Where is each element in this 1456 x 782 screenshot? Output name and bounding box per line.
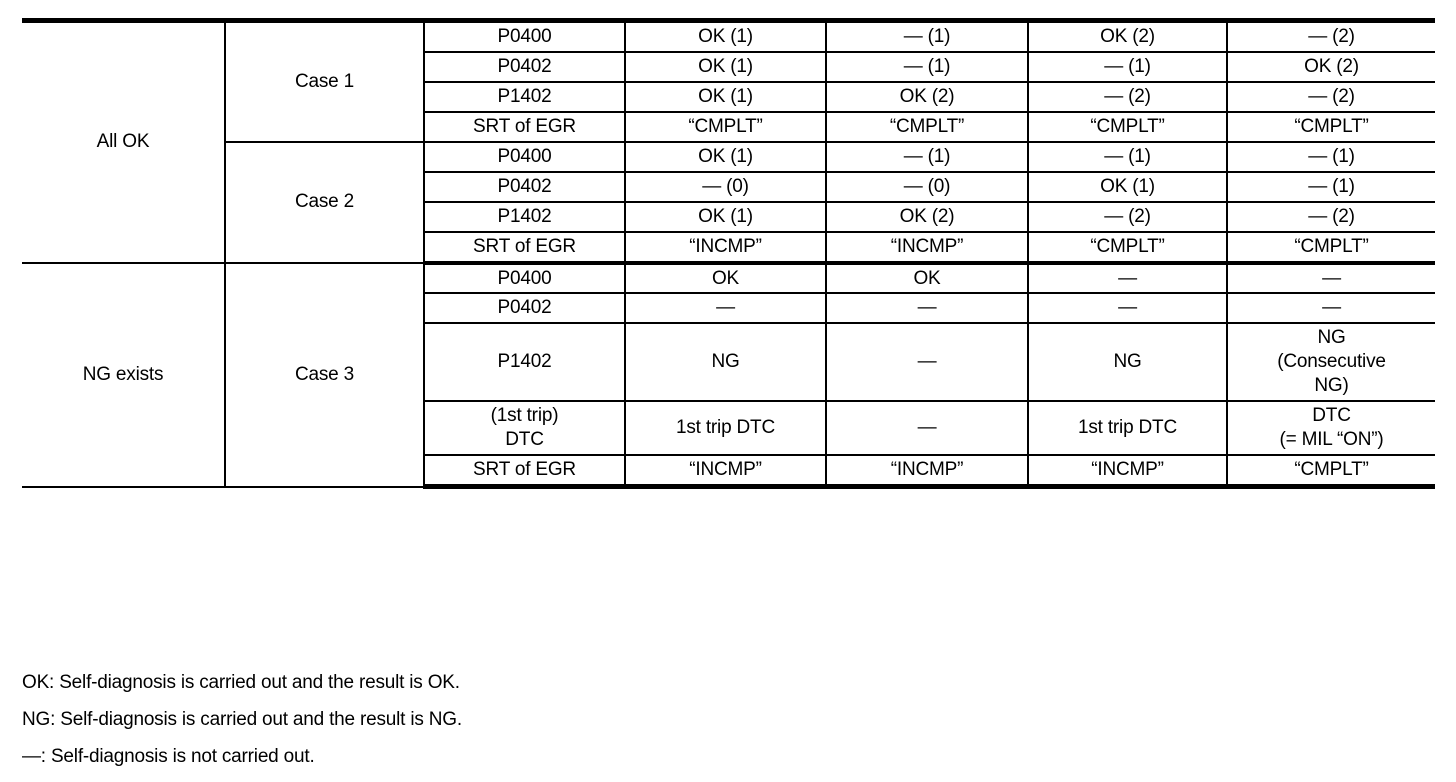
case-cell: Case 1 [224, 17, 424, 143]
result-cell-2: “INCMP” [825, 455, 1028, 490]
result-cell-1: — [624, 293, 826, 325]
item-cell: SRT of EGR [423, 455, 625, 490]
result-cell-1: — (0) [624, 171, 826, 203]
result-cell-2: — [825, 323, 1028, 403]
result-cell-3: “CMPLT” [1027, 231, 1227, 265]
case-cell: Case 2 [224, 141, 424, 264]
result-cell-3: “INCMP” [1027, 455, 1227, 490]
result-cell-2: OK [825, 262, 1028, 295]
result-cell-2: — [825, 401, 1028, 457]
result-cell-3: NG [1027, 323, 1227, 403]
result-cell-3: — [1027, 293, 1227, 325]
result-cell-1: NG [624, 323, 826, 403]
result-cell-4: — [1226, 262, 1435, 295]
result-cell-3: OK (1) [1027, 171, 1227, 203]
result-cell-3: — (2) [1027, 201, 1227, 233]
result-cell-4: “CMPLT” [1226, 231, 1435, 265]
result-cell-3: OK (2) [1027, 17, 1227, 53]
footnote-3: —: Self-diagnosis is not carried out. [22, 745, 315, 767]
result-cell-4: “CMPLT” [1226, 455, 1435, 490]
result-cell-4: “CMPLT” [1226, 111, 1435, 143]
result-cell-3: 1st trip DTC [1027, 401, 1227, 457]
result-cell-4: — (1) [1226, 141, 1435, 173]
result-cell-3: — (1) [1027, 141, 1227, 173]
case-cell: Case 3 [224, 262, 424, 488]
table-row: P0402———— [22, 293, 1435, 325]
result-cell-1: OK (1) [624, 17, 826, 53]
result-cell-2: — (1) [825, 17, 1028, 53]
result-cell-1: 1st trip DTC [624, 401, 826, 457]
table-row: SRT of EGR“CMPLT”“CMPLT”“CMPLT”“CMPLT” [22, 111, 1435, 143]
item-cell: P0402 [423, 293, 625, 325]
result-cell-1: OK (1) [624, 81, 826, 113]
result-cell-3: — (2) [1027, 81, 1227, 113]
result-cell-4: — (2) [1226, 81, 1435, 113]
result-cell-3: “CMPLT” [1027, 111, 1227, 143]
result-cell-2: — (1) [825, 51, 1028, 83]
item-cell: P0402 [423, 51, 625, 83]
item-cell: P0400 [423, 17, 625, 53]
result-cell-4: — [1226, 293, 1435, 325]
result-cell-1: “INCMP” [624, 455, 826, 490]
footnote-2: NG: Self-diagnosis is carried out and th… [22, 708, 462, 730]
result-cell-2: — (1) [825, 141, 1028, 173]
result-cell-2: OK (2) [825, 81, 1028, 113]
footnotes-block: OK: Self-diagnosis is carried out and th… [22, 672, 1022, 782]
item-cell: P1402 [423, 323, 625, 403]
table-row: SRT of EGR“INCMP”“INCMP”“INCMP”“CMPLT” [22, 455, 1435, 490]
status-cell: All OK [22, 18, 225, 264]
footnote-1: OK: Self-diagnosis is carried out and th… [22, 672, 460, 693]
result-cell-3: — [1027, 262, 1227, 295]
result-cell-4: — (1) [1226, 171, 1435, 203]
table-row: P0402— (0)— (0)OK (1)— (1) [22, 171, 1435, 203]
item-cell: P1402 [423, 201, 625, 233]
result-cell-1: “INCMP” [624, 231, 826, 265]
result-cell-1: OK (1) [624, 51, 826, 83]
item-cell: SRT of EGR [423, 231, 625, 265]
result-cell-1: OK (1) [624, 201, 826, 233]
result-cell-2: OK (2) [825, 201, 1028, 233]
result-cell-2: “CMPLT” [825, 111, 1028, 143]
result-cell-2: — [825, 293, 1028, 325]
item-cell: (1st trip)DTC [423, 401, 625, 457]
result-cell-4: DTC(= MIL “ON”) [1226, 401, 1435, 457]
result-cell-3: — (1) [1027, 51, 1227, 83]
result-cell-4: OK (2) [1226, 51, 1435, 83]
item-cell: P0402 [423, 171, 625, 203]
result-cell-2: — (0) [825, 171, 1028, 203]
table-row: SRT of EGR“INCMP”“INCMP”“CMPLT”“CMPLT” [22, 231, 1435, 265]
item-cell: P1402 [423, 81, 625, 113]
item-cell: P0400 [423, 262, 625, 295]
status-cell: NG exists [22, 262, 225, 488]
result-cell-4: — (2) [1226, 17, 1435, 53]
item-cell: SRT of EGR [423, 111, 625, 143]
result-cell-2: “INCMP” [825, 231, 1028, 265]
result-cell-1: “CMPLT” [624, 111, 826, 143]
result-cell-1: OK [624, 262, 826, 295]
result-cell-4: — (2) [1226, 201, 1435, 233]
item-cell: P0400 [423, 141, 625, 173]
result-cell-1: OK (1) [624, 141, 826, 173]
